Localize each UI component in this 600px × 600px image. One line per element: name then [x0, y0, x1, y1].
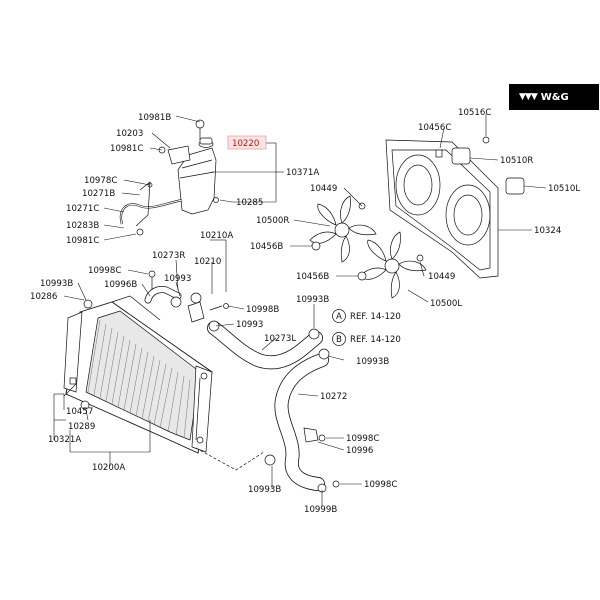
- highlight-box: [227, 135, 267, 150]
- part-label: 10271C: [66, 204, 99, 214]
- part-label: 10993B: [296, 295, 329, 305]
- part-label: 10271B: [82, 189, 115, 199]
- part-label: 10324: [534, 226, 561, 236]
- part-label: 10289: [68, 422, 95, 432]
- part-label: 10998C: [364, 480, 397, 490]
- part-label: 10457: [66, 407, 93, 417]
- fan-left: [359, 231, 427, 299]
- part-label: 10993B: [356, 357, 389, 367]
- part-label: 10456C: [418, 123, 451, 133]
- part-label: 10273R: [152, 251, 185, 261]
- part-label: 10210: [194, 257, 221, 267]
- part-label: 10371A: [286, 168, 319, 178]
- part-label: 10510L: [548, 184, 580, 194]
- part-label: 10272: [320, 392, 347, 402]
- fan-right: [309, 195, 377, 263]
- part-labels: 10981B 10203 10981C 10220 10371A 10978C …: [30, 108, 580, 515]
- ref-circle-a: [332, 309, 346, 323]
- part-label: 10449: [310, 184, 337, 194]
- leader-lines: [53, 114, 547, 506]
- part-label: 10981C: [66, 236, 99, 246]
- part-label: 10321A: [48, 435, 81, 445]
- reservoir-tank: [119, 119, 219, 236]
- part-label: 10993: [164, 274, 191, 284]
- part-label: 10500R: [256, 216, 289, 226]
- part-label-highlight: 10220: [232, 139, 259, 149]
- part-label: 10981C: [110, 144, 143, 154]
- part-label: 10993: [236, 320, 263, 330]
- ref-circle-b: [332, 332, 346, 346]
- ref-label: REF. 14-120: [350, 335, 401, 345]
- part-label: 10286: [30, 292, 57, 302]
- part-label: 10200A: [92, 463, 125, 473]
- part-label: 10285: [236, 198, 263, 208]
- part-label: 10978C: [84, 176, 117, 186]
- part-label: 10510R: [500, 156, 533, 166]
- part-label: 10500L: [430, 299, 462, 309]
- hoses: [144, 270, 340, 493]
- part-label: 10283B: [66, 221, 99, 231]
- part-label: 10273L: [264, 334, 296, 344]
- brand-badge: ▼▼▼ W&G: [509, 84, 599, 110]
- part-label: 10998B: [246, 305, 279, 315]
- ref-label: REF. 14-120: [350, 312, 401, 322]
- part-label: 10981B: [138, 113, 171, 123]
- ref-circle-letter: A: [336, 312, 342, 322]
- part-label: 10449: [428, 272, 455, 282]
- part-label: 10516C: [458, 108, 491, 118]
- part-label: 10456B: [250, 242, 283, 252]
- part-label: 10456B: [296, 272, 329, 282]
- part-label: 10993B: [248, 485, 281, 495]
- part-label: 10998C: [88, 266, 121, 276]
- fan-shroud: [385, 136, 525, 279]
- part-label: 10996: [346, 446, 373, 456]
- part-label: 10203: [116, 129, 143, 139]
- radiator: [63, 295, 213, 454]
- part-label: 10993B: [40, 279, 73, 289]
- part-label: 10998C: [346, 434, 379, 444]
- part-label: 10999B: [304, 505, 337, 515]
- brand-text: W&G: [540, 91, 569, 103]
- ref-circle-letter: B: [336, 335, 342, 345]
- part-label: 10210A: [200, 231, 233, 241]
- brand-logo-icon: ▼▼▼: [519, 92, 538, 102]
- part-label: 10996B: [104, 280, 137, 290]
